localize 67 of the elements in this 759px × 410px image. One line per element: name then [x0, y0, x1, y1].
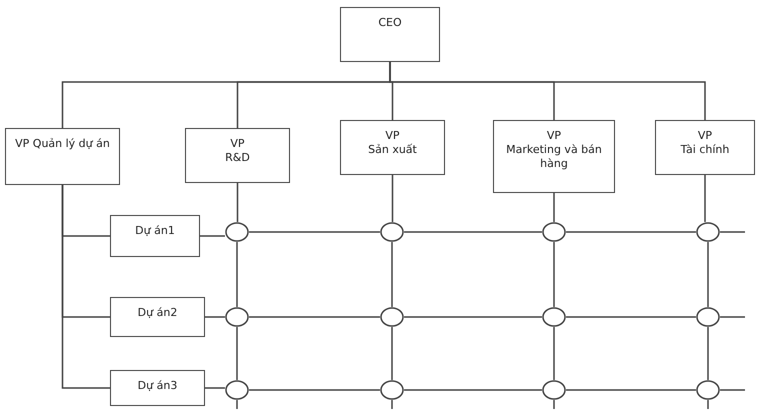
connector-line — [249, 231, 380, 233]
connector-line — [236, 327, 238, 380]
connector-line — [404, 389, 542, 391]
junction-circle — [542, 380, 566, 400]
org-box — [5, 128, 120, 185]
org-box — [655, 120, 755, 175]
box-label: Dự án3 — [136, 379, 178, 393]
connector-line — [391, 327, 393, 380]
junction-circle — [225, 222, 249, 242]
junction-circle — [380, 222, 404, 242]
connector-line — [389, 62, 706, 120]
connector-line — [404, 231, 542, 233]
connector-line — [720, 389, 745, 391]
box-label: VP — [546, 129, 562, 143]
junction-circle — [225, 380, 249, 400]
org-box — [185, 128, 290, 183]
connector-line — [392, 175, 394, 222]
connector-line — [62, 185, 110, 389]
connector-line — [553, 193, 555, 222]
org-box — [110, 297, 205, 337]
connector-line — [553, 327, 555, 380]
org-box — [493, 120, 615, 193]
junction-circle — [696, 307, 720, 327]
connector-line — [249, 316, 380, 318]
junction-circle — [380, 380, 404, 400]
box-label: Marketing và bán hàng — [505, 143, 603, 171]
box-label: R&D — [224, 151, 251, 165]
junction-circle — [380, 307, 404, 327]
org-box — [110, 370, 205, 406]
connector-line — [404, 316, 542, 318]
junction-circle — [542, 307, 566, 327]
junction-circle — [696, 222, 720, 242]
connector-line — [566, 389, 696, 391]
connector-line — [707, 327, 709, 380]
connector-line — [553, 400, 555, 409]
box-label: CEO — [377, 16, 403, 30]
junction-circle — [696, 380, 720, 400]
junction-circle — [542, 222, 566, 242]
org-box — [340, 120, 445, 175]
connector-line — [205, 316, 225, 318]
box-label: Dự án2 — [136, 306, 178, 320]
connector-line — [391, 400, 393, 409]
box-label: Sản xuất — [367, 143, 418, 157]
box-label: Dự án1 — [134, 224, 176, 238]
junction-circle — [225, 307, 249, 327]
connector-line — [720, 231, 745, 233]
connector-line — [566, 316, 696, 318]
box-label: VP — [384, 129, 401, 143]
org-box — [340, 7, 440, 62]
connector-line — [707, 400, 709, 409]
connector-line — [707, 242, 709, 307]
connector-line — [205, 387, 225, 389]
connector-line — [200, 235, 225, 237]
connector-line — [566, 231, 696, 233]
org-box — [110, 215, 200, 257]
box-label: VP Quản lý dự án — [14, 137, 111, 151]
connector-line — [391, 242, 393, 307]
connector-line — [236, 183, 238, 222]
box-label: Tài chính — [680, 143, 730, 157]
connector-line — [249, 389, 380, 391]
connector-line — [720, 316, 745, 318]
box-label: VP — [696, 129, 714, 143]
connector-line — [236, 242, 238, 307]
connector-line — [553, 242, 555, 307]
connector-line — [704, 175, 706, 222]
box-label: VP — [229, 137, 246, 151]
connector-line — [236, 400, 238, 409]
